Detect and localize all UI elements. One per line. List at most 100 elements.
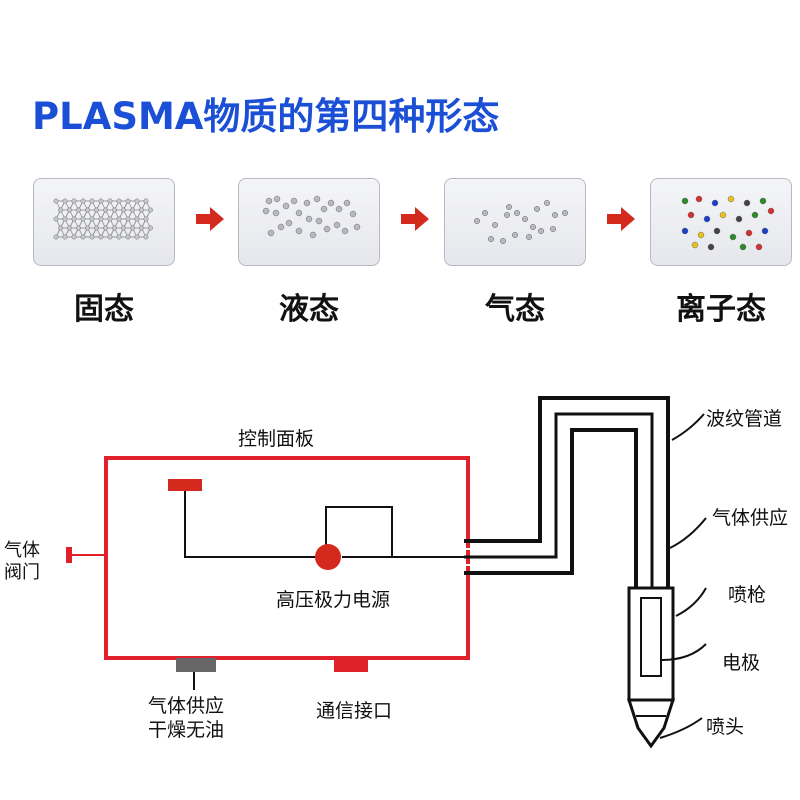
particle [313, 195, 321, 203]
power-source-icon [315, 544, 341, 570]
particle [767, 207, 775, 215]
particle [89, 234, 95, 240]
particle [349, 210, 357, 218]
particle [525, 234, 532, 241]
particle [107, 216, 113, 222]
particle [125, 216, 131, 222]
particle [697, 231, 705, 239]
particle [121, 207, 126, 213]
particle [305, 215, 313, 223]
particle [107, 198, 113, 204]
particle [121, 225, 126, 231]
particle [551, 212, 558, 219]
particle [687, 211, 695, 219]
particle [561, 210, 568, 217]
particle [543, 200, 550, 207]
bellows-pipe-label: 波纹管道 [706, 408, 783, 430]
particle [267, 229, 275, 237]
particle [262, 207, 270, 215]
particle [285, 219, 293, 227]
gas-supply-port [176, 658, 216, 672]
particle [116, 198, 122, 204]
internal-wire-left [184, 491, 316, 558]
particle [500, 238, 507, 245]
state-label-gas: 气态 [485, 292, 545, 327]
particle [488, 236, 495, 243]
particle [537, 228, 544, 235]
particle [323, 225, 331, 233]
bellows-pipe-outer [464, 396, 670, 590]
particle [707, 243, 715, 251]
particle [751, 211, 759, 219]
particle [139, 225, 144, 231]
particle [107, 234, 113, 240]
state-box-ion [650, 178, 792, 266]
particle [735, 215, 743, 223]
power-supply-label: 高压极力电源 [276, 589, 391, 611]
particle [711, 199, 719, 207]
bellows-pipe-inner-outline [464, 428, 638, 590]
page-title: PLASMA物质的第四种形态 [32, 95, 500, 138]
particle [125, 198, 131, 204]
particle [549, 226, 556, 233]
particle [303, 199, 311, 207]
particle [148, 207, 153, 213]
particle [143, 216, 149, 222]
particle [333, 221, 341, 229]
particle [492, 222, 499, 229]
particle [148, 225, 153, 231]
particle [71, 198, 77, 204]
particle [62, 234, 68, 240]
gas-supply-dry-label: 气体供应 干燥无油 [148, 695, 225, 741]
particle [309, 231, 317, 239]
liquid-particles-icon [262, 195, 361, 239]
particle [277, 223, 285, 231]
state-label-liquid: 液态 [279, 292, 339, 327]
particle [62, 216, 68, 222]
electrode-label: 电极 [722, 652, 761, 674]
solid-lattice-icon [53, 198, 153, 240]
particle [89, 198, 95, 204]
particle [103, 225, 108, 231]
particle [130, 225, 135, 231]
state-label-ion: 离子态 [676, 292, 766, 327]
particle [116, 216, 122, 222]
particle [511, 232, 518, 239]
particle [116, 234, 122, 240]
particle [134, 216, 140, 222]
particle [76, 225, 81, 231]
particle [67, 225, 72, 231]
particle [85, 225, 90, 231]
particle [98, 234, 104, 240]
electrode-icon [640, 597, 662, 677]
particle [482, 210, 489, 217]
particle [691, 241, 699, 249]
particle [745, 229, 753, 237]
comm-port [334, 658, 368, 672]
control-panel-label: 控制面板 [238, 428, 315, 450]
particle [529, 224, 536, 231]
particle [98, 198, 104, 204]
pointer-nozzle [659, 717, 703, 739]
particle [143, 198, 149, 204]
gas-supply-label: 气体供应 [712, 507, 789, 529]
particle [53, 234, 59, 240]
nozzle-label: 喷头 [706, 716, 745, 738]
particle [295, 227, 303, 235]
particle [80, 234, 86, 240]
state-box-gas [444, 178, 586, 266]
particle [719, 211, 727, 219]
gas-particles-icon [474, 200, 568, 245]
particle [504, 212, 511, 219]
particle [103, 207, 108, 213]
particle [134, 234, 140, 240]
particle [533, 206, 540, 213]
particle [703, 215, 711, 223]
spray-gun-label: 喷枪 [728, 584, 767, 606]
particle [761, 227, 769, 235]
particle [727, 195, 735, 203]
particle [713, 227, 721, 235]
particle [265, 197, 273, 205]
